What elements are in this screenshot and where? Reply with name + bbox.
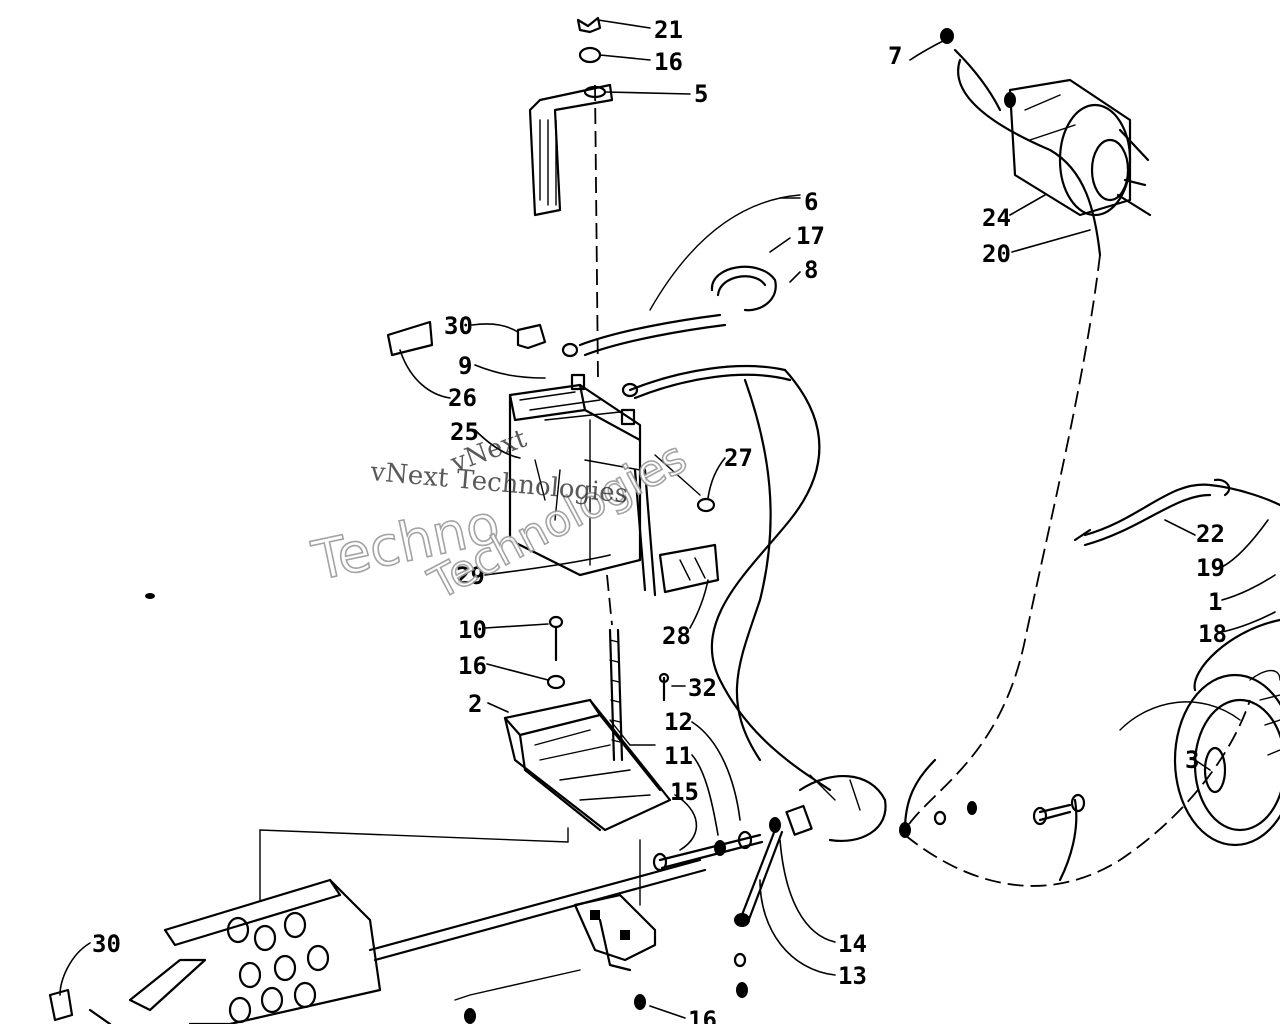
callout-29: 29	[456, 562, 485, 590]
callout-16: 16	[688, 1006, 717, 1024]
callout-3: 3	[1185, 746, 1199, 774]
terminal-cover	[386, 320, 434, 357]
fastener-stack	[899, 758, 977, 838]
cable-runs	[594, 84, 1251, 887]
cable-22	[1073, 478, 1280, 547]
callout-14: 14	[838, 930, 867, 958]
callout-27: 27	[724, 444, 753, 472]
wing-nut	[576, 16, 602, 64]
callout-20: 20	[982, 240, 1011, 268]
solenoid-switch	[454, 839, 657, 1001]
callout-28: 28	[662, 622, 691, 650]
callout-1: 1	[1208, 588, 1222, 616]
callout-17: 17	[796, 222, 825, 250]
callout-6: 6	[804, 188, 818, 216]
mounting-plate	[128, 878, 382, 1024]
callout-12: 12	[664, 708, 693, 736]
hold-down-strap	[528, 83, 614, 217]
battery	[508, 373, 642, 577]
callout-18: 18	[1198, 620, 1227, 648]
terminal-cap-bottom	[48, 988, 112, 1024]
callout-11: 11	[664, 742, 693, 770]
ground-wire	[1032, 793, 1086, 882]
callout-26: 26	[448, 384, 477, 412]
starter-motor	[1008, 78, 1152, 217]
watermark: Techno Technologies vNext vNext Technolo…	[306, 424, 696, 611]
battery-cable-loop	[578, 194, 832, 792]
callout-2: 2	[468, 690, 482, 718]
vent-cap	[696, 497, 716, 513]
callout-8: 8	[804, 256, 818, 284]
battery-tray	[503, 698, 672, 832]
cable-clamp	[710, 265, 777, 312]
callout-13: 13	[838, 962, 867, 990]
callout-21: 21	[654, 16, 683, 44]
leader-lines	[59, 19, 1276, 1019]
callout-22: 22	[1196, 520, 1225, 548]
callout-16: 16	[654, 48, 683, 76]
callout-25: 25	[450, 418, 479, 446]
callout-16: 16	[458, 652, 487, 680]
alternator	[1173, 618, 1280, 847]
callout-30: 30	[444, 312, 473, 340]
harness-wire	[368, 858, 702, 952]
callout-15: 15	[670, 778, 699, 806]
terminal-cap-top	[516, 323, 547, 350]
callout-30: 30	[92, 930, 121, 958]
frame-casting	[798, 774, 887, 843]
callout-9: 9	[458, 352, 472, 380]
spacer	[734, 804, 813, 927]
callout-19: 19	[1196, 554, 1225, 582]
mount-bolt	[546, 615, 566, 690]
starter-cable	[940, 28, 1102, 257]
battery-pad	[658, 543, 720, 594]
callout-32: 32	[688, 674, 717, 702]
callout-5: 5	[694, 80, 708, 108]
callout-10: 10	[458, 616, 487, 644]
callout-labels: 21 16 5 7 6 17 8 24 20 30 9 26 25 27 29 …	[92, 16, 1227, 1024]
callout-7: 7	[888, 42, 902, 70]
callout-24: 24	[982, 204, 1011, 232]
